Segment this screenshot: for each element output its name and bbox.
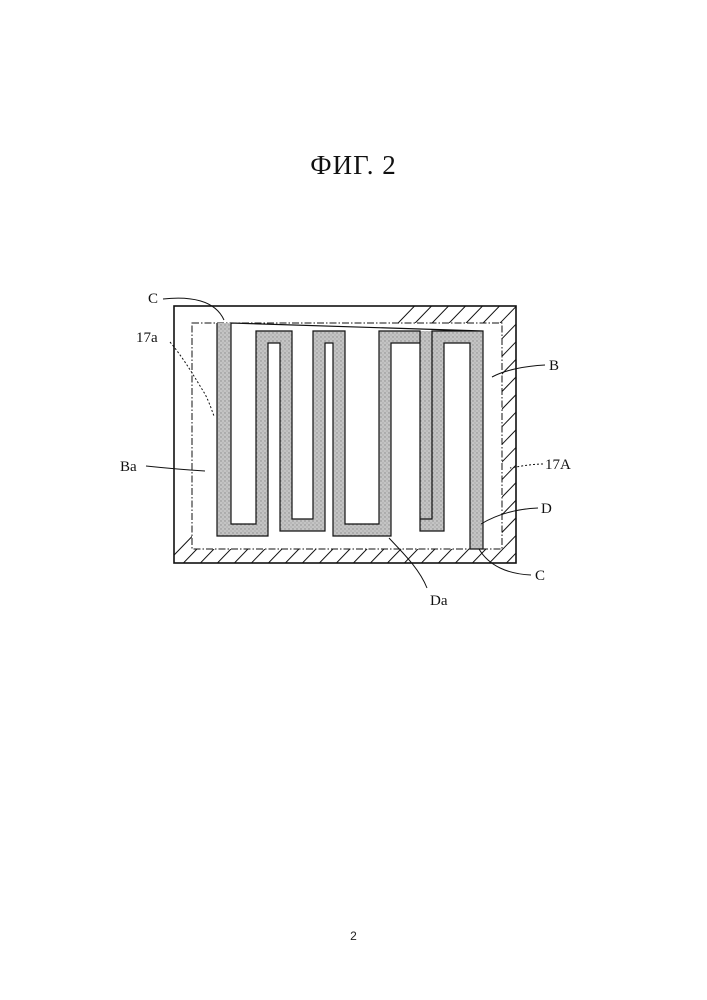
leader-ba <box>146 466 205 471</box>
hatch-line <box>541 290 707 580</box>
trace-segment <box>432 331 444 531</box>
hatch-line <box>524 290 707 580</box>
hatch-line <box>558 290 707 580</box>
hatch-line <box>456 290 707 580</box>
label-17A: 17A <box>545 457 571 473</box>
leader-b <box>492 365 545 377</box>
trace-segment <box>333 331 345 536</box>
leader-c-top <box>163 298 224 320</box>
label-b: B <box>549 358 559 374</box>
label-da: Da <box>430 593 448 609</box>
hatch-line <box>490 290 707 580</box>
trace-segment <box>256 340 268 536</box>
label-d: D <box>541 501 552 517</box>
label-17a: 17a <box>136 330 158 346</box>
trace-terminal-right <box>470 331 483 549</box>
trace-segment <box>313 331 325 531</box>
trace-segment <box>280 331 292 531</box>
trace-terminal-left <box>217 323 231 536</box>
hatch-line <box>473 290 707 580</box>
leader-c-bottom <box>479 549 531 575</box>
hatch-line <box>507 290 707 580</box>
boundary-17A <box>192 323 502 549</box>
label-ba: Ba <box>120 459 137 475</box>
page-number: 2 <box>0 929 707 943</box>
trace-segment <box>420 331 432 531</box>
label-c-top: C <box>148 291 158 307</box>
trace-segment <box>379 331 391 536</box>
trace-meander <box>217 323 483 549</box>
leader-d <box>481 508 538 524</box>
label-c-bottom: C <box>535 568 545 584</box>
